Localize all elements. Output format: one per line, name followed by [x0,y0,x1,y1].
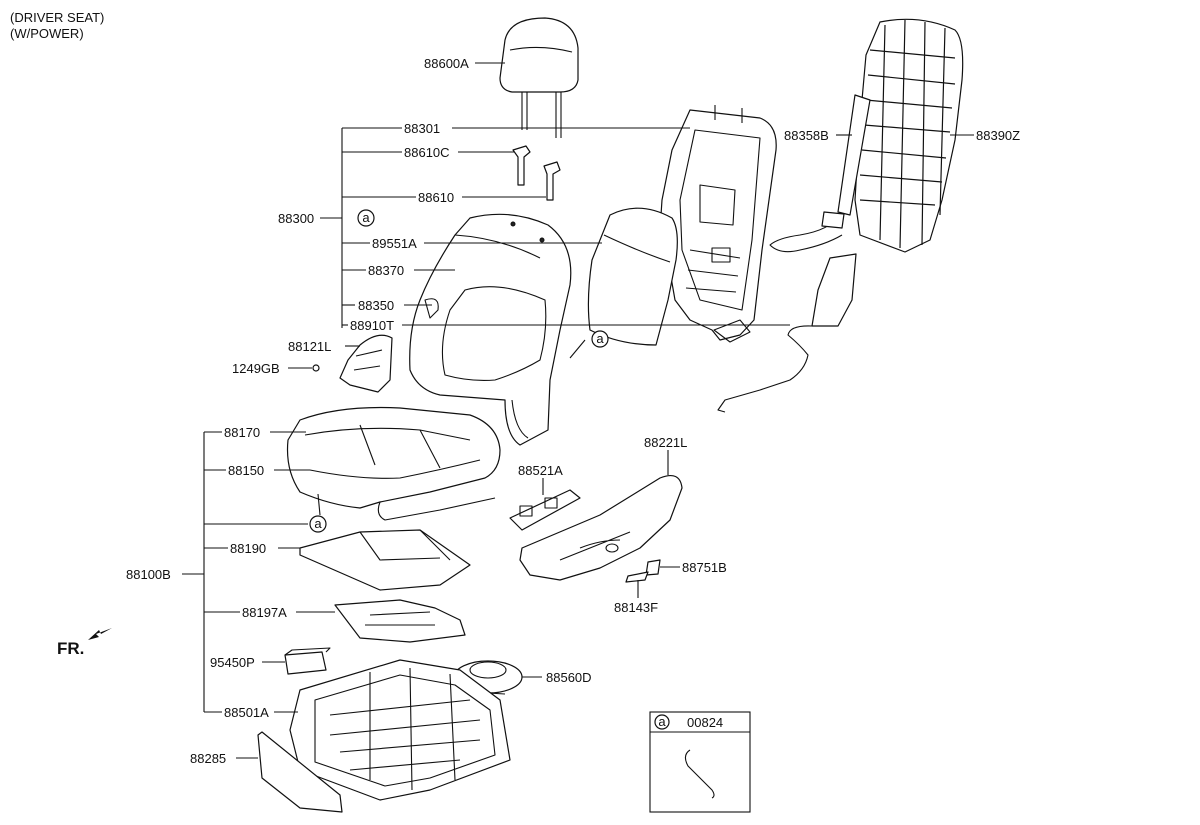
label-88370: 88370 [368,263,404,278]
label-88358B: 88358B [784,128,829,143]
label-88100B: 88100B [126,567,171,582]
svg-text:a: a [362,210,370,225]
front-label: FR. [57,639,84,658]
front-arrow-icon [88,628,112,640]
headrest-guides-drawing [512,145,561,201]
callout-circle-cushion: a [309,515,327,533]
side-trim-small-drawing [312,334,393,393]
label-88197A: 88197A [242,605,287,620]
legend-part: 00824 [687,715,723,730]
seatback-frame-drawing [659,105,777,343]
label-88501A: 88501A [224,705,269,720]
legend-symbol: a [658,714,666,729]
side-box-drawing [717,253,857,413]
header-line-2: (W/POWER) [10,26,84,41]
side-shield-drawing [519,475,683,581]
label-88521A: 88521A [518,463,563,478]
headrest-drawing [499,17,579,138]
header-line-1: (DRIVER SEAT) [10,10,104,25]
label-88300: 88300 [278,211,314,226]
front-shield-drawing [257,731,343,813]
label-88190: 88190 [230,541,266,556]
label-88221L: 88221L [644,435,687,450]
label-95450P: 95450P [210,655,255,670]
back-pad-drawing [587,207,678,346]
label-88610: 88610 [418,190,454,205]
mat-drawing [334,599,466,643]
svg-text:a: a [596,331,604,346]
knobs-drawing [625,559,661,583]
svg-text:a: a [314,516,322,531]
label-89551A: 89551A [372,236,417,251]
callout-legend-box: a 00824 [649,711,751,813]
label-88390Z: 88390Z [976,128,1020,143]
backboard-drawing [769,18,964,253]
part-labels: 88600A 88301 88610C 88610 88300 89551A 8… [126,56,1020,766]
cushion-drawing [286,406,501,521]
label-88143F: 88143F [614,600,658,615]
label-88170: 88170 [224,425,260,440]
back-cover-drawing [409,213,572,446]
switch-drawing [509,489,581,531]
callout-circle-back: a [357,209,375,227]
label-88610C: 88610C [404,145,450,160]
label-88600A: 88600A [424,56,469,71]
label-88910T: 88910T [350,318,394,333]
label-88121L: 88121L [288,339,331,354]
label-88560D: 88560D [546,670,592,685]
label-88301: 88301 [404,121,440,136]
label-88150: 88150 [228,463,264,478]
clip-drawing [684,749,715,799]
label-88350: 88350 [358,298,394,313]
leader-lines [182,62,974,759]
heater-drawing [299,529,471,591]
label-1249GB: 1249GB [232,361,280,376]
seat-frame-drawing [289,659,511,801]
module-drawing [284,647,331,675]
callout-circle-backrest: a [591,330,609,348]
label-88751B: 88751B [682,560,727,575]
front-indicator: FR. [57,628,112,658]
label-88285: 88285 [190,751,226,766]
